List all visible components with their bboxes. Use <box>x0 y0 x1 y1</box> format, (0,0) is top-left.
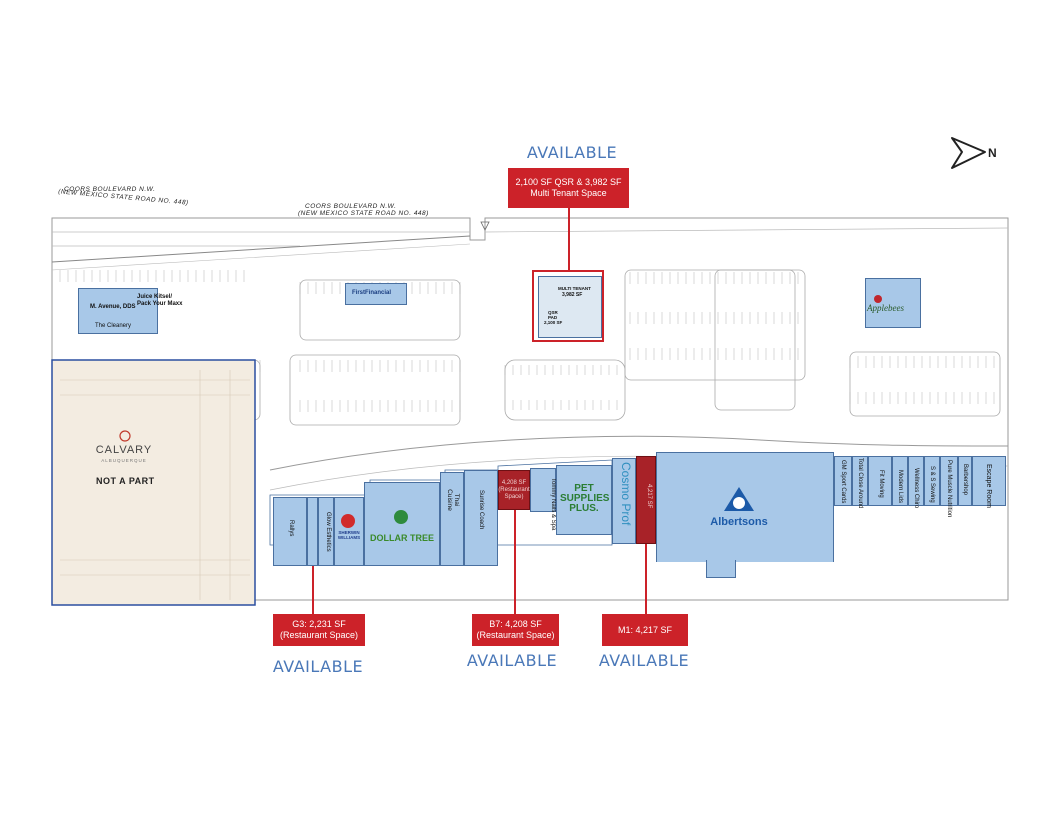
unit-tommy <box>530 468 556 512</box>
unit-glow <box>318 497 334 566</box>
pad-left-building <box>78 288 158 334</box>
callout-line: G3: 2,231 SF <box>292 619 346 629</box>
unit-t3 <box>868 456 892 506</box>
callout-b7: B7: 4,208 SF (Restaurant Space) <box>472 614 559 646</box>
callout-m1: M1: 4,217 SF <box>602 614 688 646</box>
unit-t6 <box>924 456 940 506</box>
unit-b7-label: 4,208 SF (Restaurant Space) <box>498 480 530 500</box>
tenant-glow: Glow Esthetics <box>325 512 331 552</box>
callout-line: M1: 4,217 SF <box>617 624 673 635</box>
pad-left-label-1: Juice Kitsel/ <box>137 294 173 300</box>
road-subname: (NEW MEXICO STATE ROAD NO. 448) <box>298 210 429 217</box>
leader-line-m1 <box>645 544 647 614</box>
applebees-logo: Applebees <box>867 303 904 313</box>
unit-t9 <box>972 456 1006 506</box>
unit-pet-supplies <box>556 465 612 535</box>
leader-line-g3 <box>312 566 314 614</box>
callout-line: 2,100 SF QSR & 3,982 SF <box>515 177 622 187</box>
multi-tenant-building <box>538 276 602 338</box>
road-label-coors-mid-sub: (NEW MEXICO STATE ROAD NO. 448) <box>298 210 429 217</box>
available-label-g3: AVAILABLE <box>272 657 364 676</box>
unit-albertsons-rear <box>706 560 736 578</box>
callout-line: (Restaurant Space) <box>476 630 555 640</box>
unit-sherwin <box>334 497 364 566</box>
sherwin-logo-icon <box>341 514 355 528</box>
tenant-dollar-tree: DOLLAR TREE <box>370 533 434 543</box>
applebees-building <box>865 278 921 328</box>
dollar-tree-logo-icon <box>394 510 408 524</box>
pad-left-tenant-b: The Cleanery <box>95 323 132 329</box>
tenant-t6: S & S Sewing <box>929 466 935 503</box>
available-label-b7: AVAILABLE <box>466 651 558 670</box>
tenant-albertsons: Albertsons <box>710 516 768 528</box>
calvary-name: CALVARY <box>95 444 153 456</box>
unit-t5 <box>908 456 924 506</box>
callout-line: (Restaurant Space) <box>279 630 359 640</box>
first-financial-logo: FirstFinancial <box>352 290 392 296</box>
unit-thai <box>440 472 464 566</box>
tenant-t4: Modern Lids <box>897 470 903 504</box>
north-label: N <box>988 146 997 160</box>
tenant-t8: Barbershop <box>962 464 968 496</box>
tenant-t9: Escape Room <box>985 464 992 508</box>
unit-rallys <box>273 497 307 566</box>
road-label-coors-left: COORS BOULEVARD N.W. <box>64 186 155 193</box>
tenant-rallys: Rallys <box>288 520 294 537</box>
pad-left-tenant-a: M. Avenue, DDS <box>90 304 136 310</box>
qsr-sf: 2,100 SF <box>544 320 563 325</box>
not-a-part-label: NOT A PART <box>96 476 155 486</box>
tenant-t7: Pure Muscle Nutrition <box>946 460 952 518</box>
tenant-t1: GM Sport Cards <box>840 460 846 504</box>
tenant-thai: Thai Cuisine <box>446 489 460 511</box>
unit-dollar-tree <box>364 482 440 566</box>
unit-t7 <box>940 456 958 506</box>
road-name: COORS BOULEVARD N.W. <box>64 186 156 193</box>
calvary-sub: ALBUQUERQUE <box>101 458 147 463</box>
calvary-logo-icon <box>119 430 131 442</box>
tenant-t3: Fit Moving <box>878 470 884 498</box>
multi-tenant-highlight <box>532 270 604 342</box>
tenant-sherwin: SHERWIN WILLIAMS <box>337 530 361 540</box>
unit-cosmo <box>612 458 636 544</box>
tenant-pet-supplies: PET SUPPLIES PLUS. <box>560 483 610 514</box>
pad-label: PAD <box>548 315 558 320</box>
available-label-top: AVAILABLE <box>526 143 618 162</box>
unit-t1 <box>834 456 852 506</box>
apple-icon <box>874 295 882 303</box>
albertsons-logo-icon <box>724 487 754 511</box>
callout-line: Multi Tenant Space <box>530 188 607 198</box>
callout-line: B7: 4,208 SF <box>489 619 542 629</box>
callout-g3: G3: 2,231 SF (Restaurant Space) <box>273 614 365 646</box>
available-label-m1: AVAILABLE <box>598 651 690 670</box>
multi-tenant-title: MULTI TENANT <box>558 286 591 291</box>
leader-line-top <box>568 208 570 272</box>
callout-top: 2,100 SF QSR & 3,982 SF Multi Tenant Spa… <box>508 168 629 208</box>
unit-t8 <box>958 456 972 506</box>
tenant-t2: Total Close Around <box>857 458 863 509</box>
unit-t2 <box>852 456 868 506</box>
tenant-tommy: Tommy Nails & Spa <box>550 478 556 531</box>
road-name: COORS BOULEVARD N.W. <box>305 203 397 210</box>
unit-sunrise <box>464 470 498 566</box>
tenant-cosmo: Cosmo Prof <box>619 462 633 526</box>
tenant-t5: Wellness Chiro <box>913 468 919 509</box>
qsr-label: QSR <box>548 310 558 315</box>
unit-g3 <box>307 497 318 566</box>
multi-tenant-sf: 3,982 SF <box>562 292 583 298</box>
unit-m1-available <box>636 456 656 544</box>
first-financial-building <box>345 283 407 305</box>
leader-line-b7 <box>514 510 516 614</box>
unit-b7-available <box>498 470 530 510</box>
road-label-coors-mid: COORS BOULEVARD N.W. <box>305 203 396 210</box>
unit-t4 <box>892 456 908 506</box>
unit-m1-label: 4,217 SF <box>646 484 652 509</box>
tenant-sunrise: Sunrise Coach <box>478 490 484 530</box>
north-arrow-icon <box>951 137 986 169</box>
pad-left-label-2: Pack Your Maxx <box>137 301 183 307</box>
